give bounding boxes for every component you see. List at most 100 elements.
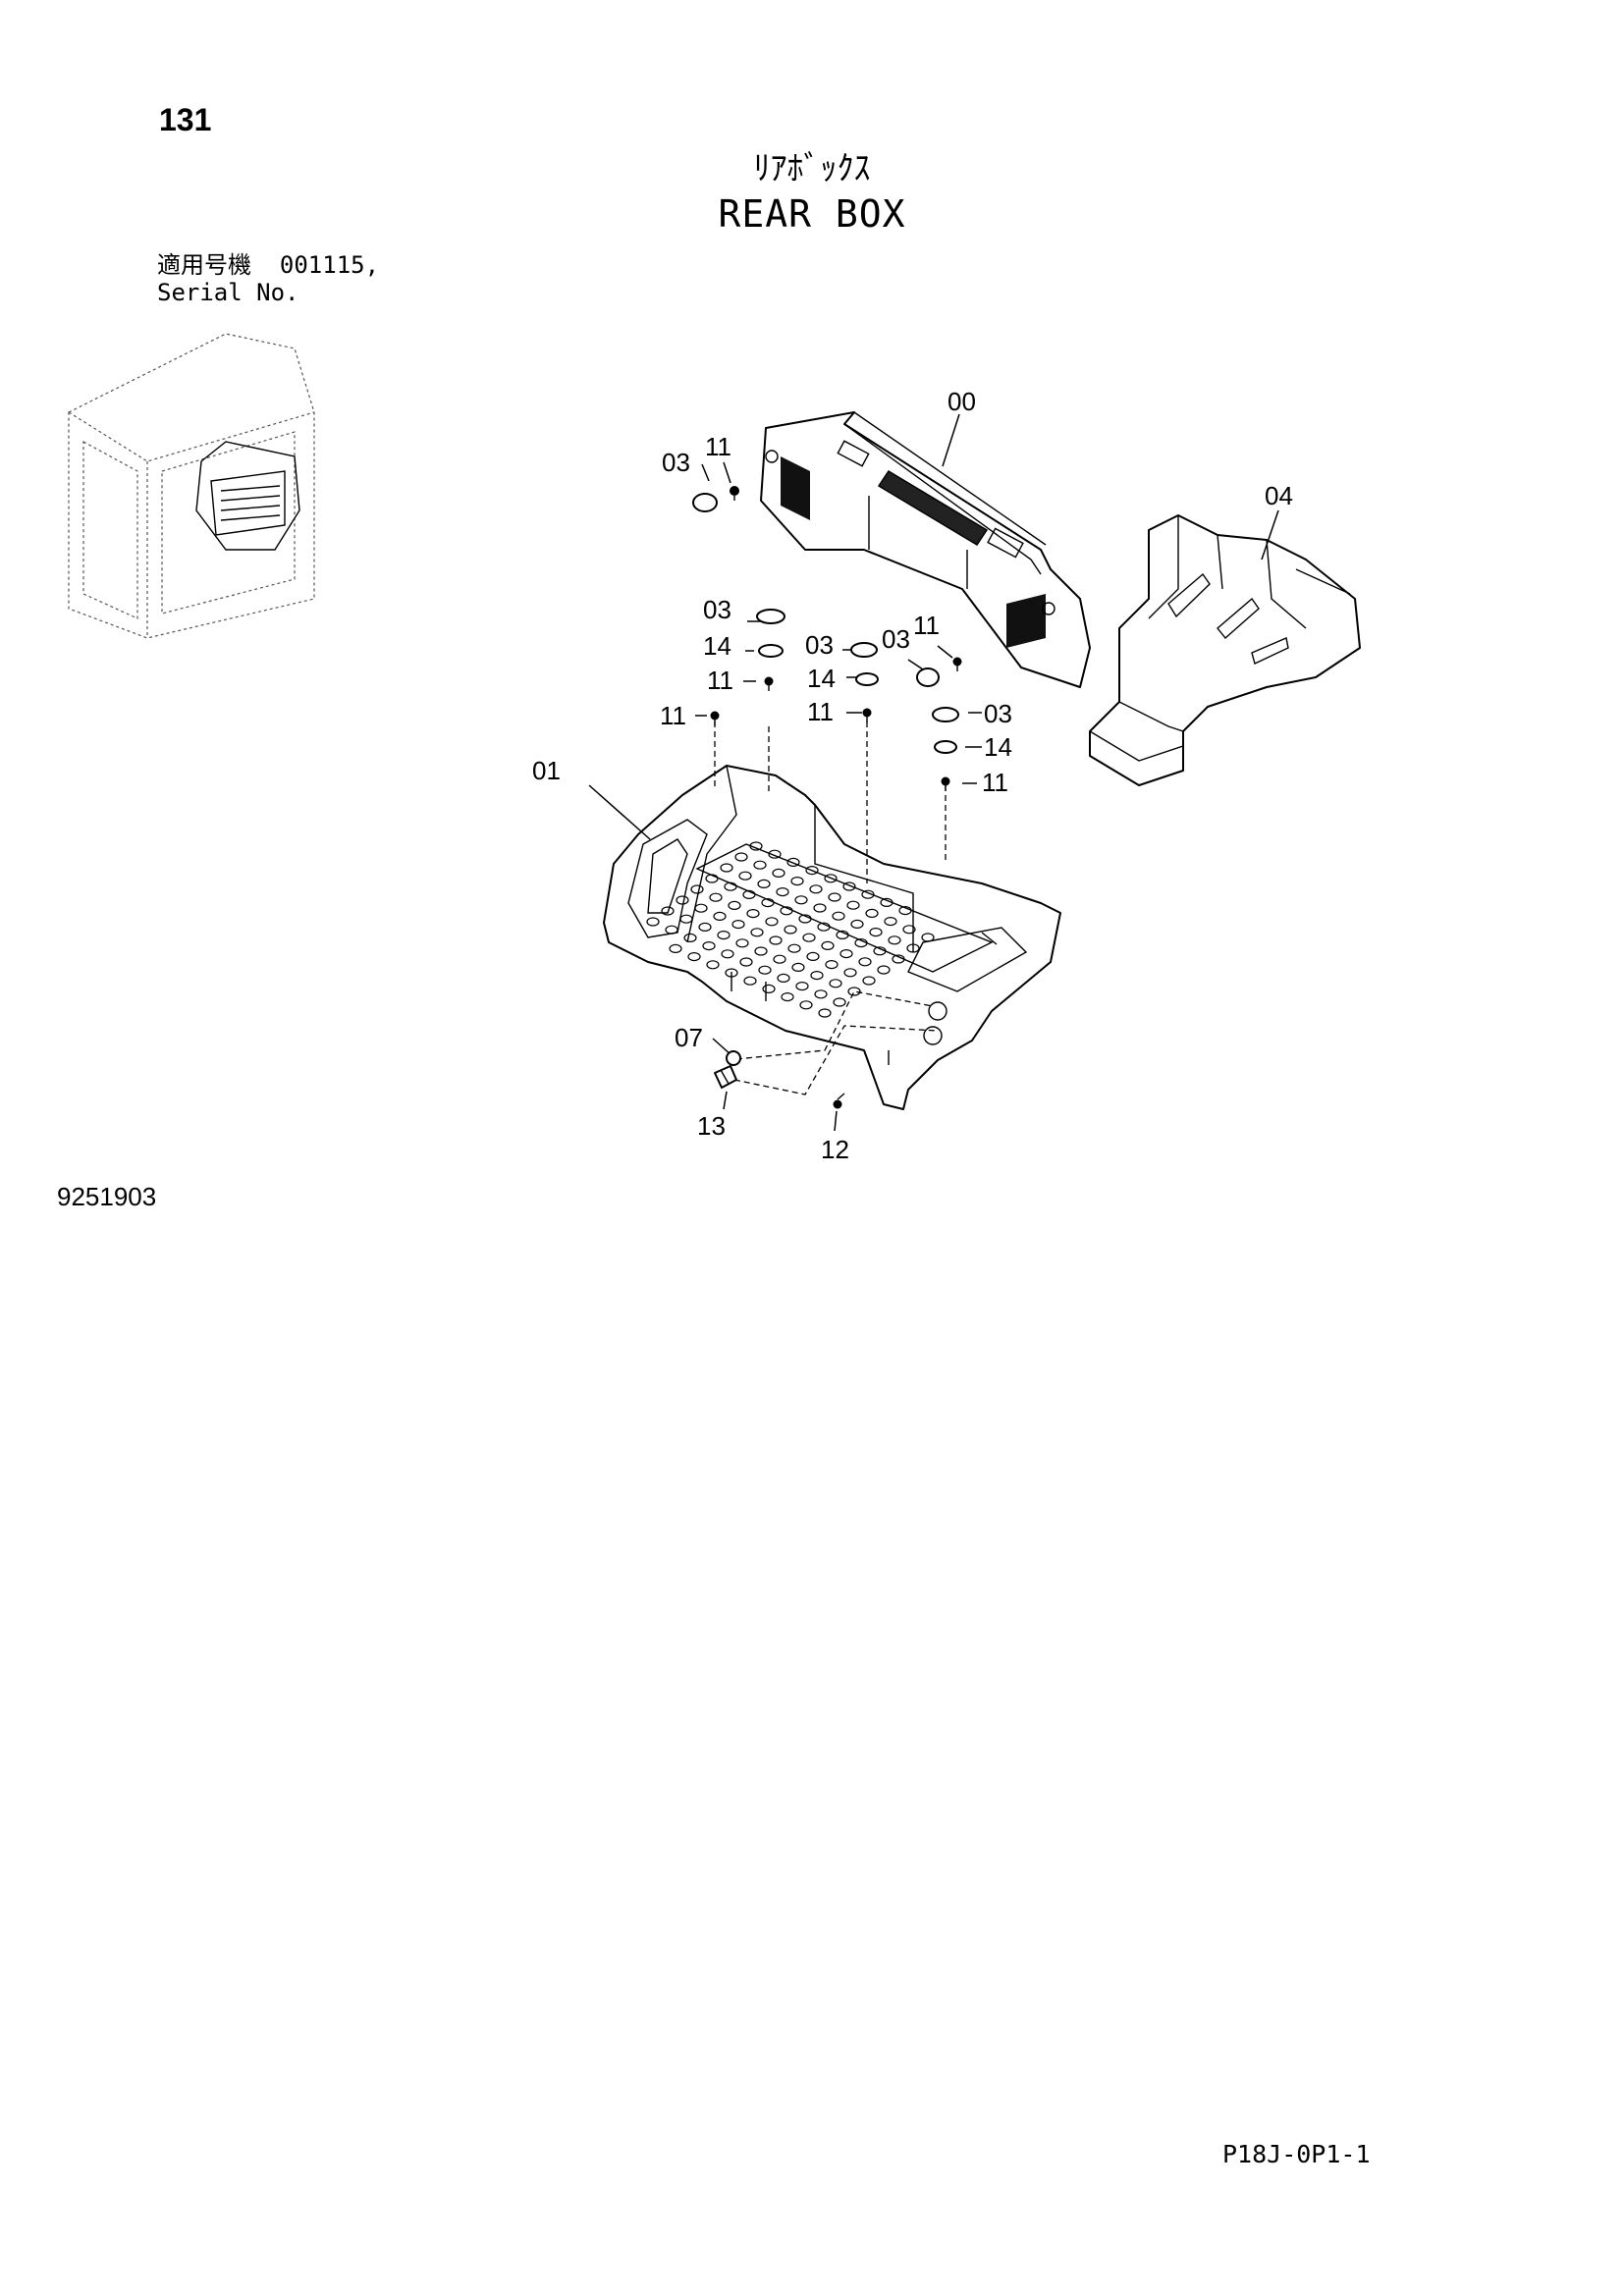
floor-hole <box>706 960 720 970</box>
seal-14-c <box>934 740 957 754</box>
floor-hole <box>646 917 660 927</box>
screw-11-c <box>710 711 720 725</box>
cap-03-e <box>932 707 959 722</box>
floor-hole <box>824 874 838 883</box>
floor-hole <box>709 892 723 902</box>
cap-03-a <box>692 493 718 512</box>
floor-hole <box>790 876 804 886</box>
part-01-lower-box <box>603 765 1061 1110</box>
floor-hole <box>761 897 775 908</box>
floor-hole <box>720 863 733 873</box>
part-00-upper-cover <box>760 411 1091 688</box>
floor-hole <box>676 895 689 905</box>
callout-11-b: 11 <box>707 666 733 695</box>
floor-hole <box>735 938 749 948</box>
floor-hole <box>880 897 893 908</box>
floor-hole <box>862 976 876 986</box>
floor-hole <box>814 989 828 999</box>
title-block: ﾘｱﾎﾞｯｸｽ REAR BOX <box>0 147 1624 238</box>
floor-hole <box>921 933 935 942</box>
floor-hole <box>739 957 753 967</box>
callout-11-f: 11 <box>982 768 1008 797</box>
floor-hole <box>754 946 768 956</box>
floor-hole <box>661 906 675 916</box>
callout-11-a: 11 <box>705 432 731 461</box>
floor-hole <box>817 922 831 932</box>
floor-hole <box>828 892 841 902</box>
screw-11-e <box>952 657 962 671</box>
seal-14-a <box>758 644 784 658</box>
floor-hole <box>694 903 708 913</box>
screw-11-d <box>862 708 872 722</box>
floor-hole <box>665 925 678 934</box>
floor-hole <box>809 884 823 894</box>
floor-hole <box>776 886 789 897</box>
floor-hole <box>846 900 860 910</box>
floor-hole <box>786 857 800 868</box>
floor-hole <box>738 871 752 881</box>
floor-hole <box>721 949 734 959</box>
floor-hole <box>843 968 857 978</box>
floor-hole <box>698 922 712 933</box>
floor-hole <box>765 917 779 927</box>
floor-hole <box>842 881 856 891</box>
cab-location-thumbnail <box>68 333 315 639</box>
serial-info: 適用号機 001115, Serial No. <box>157 251 379 306</box>
floor-hole <box>836 930 849 940</box>
screw-11-f <box>941 776 950 791</box>
callout-07: 07 <box>675 1023 703 1052</box>
floor-hole <box>787 943 801 953</box>
floor-hole <box>758 965 772 975</box>
callout-11-d: 11 <box>913 611 940 640</box>
floor-hole <box>825 959 839 970</box>
floor-hole <box>743 976 757 986</box>
callout-00: 00 <box>947 387 976 416</box>
floor-hole <box>772 868 785 879</box>
screw-12 <box>833 1093 845 1109</box>
floor-hole <box>742 889 756 900</box>
screw-11-b <box>764 676 774 691</box>
floor-hole <box>850 919 864 930</box>
floor-hole <box>724 881 737 891</box>
floor-hole <box>683 933 697 943</box>
floor-hole <box>818 1008 832 1018</box>
callout-14-c: 14 <box>984 732 1012 762</box>
callout-03-d: 03 <box>882 624 910 654</box>
floor-hole <box>832 911 845 921</box>
serial-value: 001115, <box>279 251 380 279</box>
floor-hole <box>757 879 771 889</box>
floor-perforation-holes <box>646 841 935 1018</box>
floor-hole <box>888 935 901 945</box>
floor-hole <box>746 908 760 919</box>
floor-hole <box>877 965 891 975</box>
floor-hole <box>861 889 875 899</box>
floor-hole <box>690 884 704 894</box>
floor-hole <box>773 954 786 964</box>
floor-hole <box>892 954 905 964</box>
floor-hole <box>839 948 853 959</box>
floor-hole <box>769 935 783 945</box>
floor-hole <box>902 925 916 934</box>
floor-hole <box>802 933 816 942</box>
floor-hole <box>906 943 920 953</box>
callout-03-c: 03 <box>805 630 834 660</box>
page-code: P18J-0P1-1 <box>1222 2140 1371 2168</box>
callout-03-a: 03 <box>662 448 690 477</box>
page-number: 131 <box>159 102 212 137</box>
serial-label-en: Serial No. <box>157 279 299 306</box>
floor-hole <box>731 919 745 930</box>
floor-hole <box>679 914 693 924</box>
callout-labels: 00 04 03 11 03 14 11 11 03 03 11 14 11 0… <box>532 387 1293 1164</box>
part-04-side-duct <box>1089 514 1361 786</box>
floor-hole <box>884 916 897 927</box>
callout-03-b: 03 <box>703 595 731 624</box>
floor-hole <box>777 973 790 984</box>
floor-hole <box>794 895 808 905</box>
floor-hole <box>829 979 842 988</box>
callout-11-c: 11 <box>660 701 686 730</box>
callout-14-a: 14 <box>703 631 731 661</box>
floor-hole <box>734 852 748 862</box>
floor-hole <box>669 943 682 954</box>
floor-hole <box>795 981 809 991</box>
hardware-parts <box>692 486 962 1109</box>
